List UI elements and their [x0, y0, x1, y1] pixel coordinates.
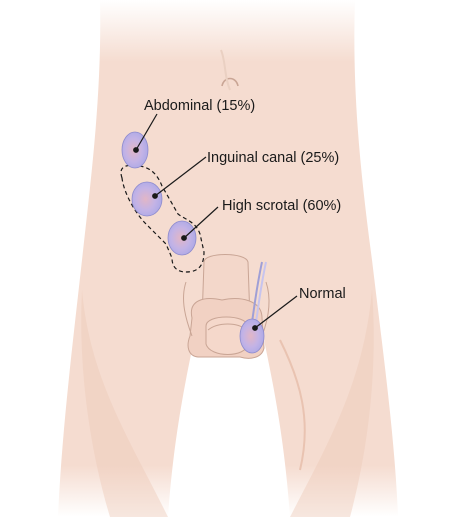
navel-shadow	[220, 49, 231, 91]
dot-normal	[252, 325, 258, 331]
leader-normal	[254, 295, 298, 329]
dot-inguinal	[152, 193, 158, 199]
left-thigh-shade	[81, 290, 168, 517]
dot-high-scrotal	[181, 235, 187, 241]
spermatic-cord-2	[255, 261, 267, 323]
navel	[221, 77, 239, 87]
label-normal: Normal	[299, 286, 346, 302]
leader-high-scrotal	[183, 206, 219, 239]
label-inguinal-canal: Inguinal canal (25%)	[207, 150, 339, 166]
label-high-scrotal: High scrotal (60%)	[222, 198, 341, 214]
right-thigh-curve	[279, 339, 306, 471]
leader-lines	[133, 113, 298, 331]
testis-inguinal	[131, 181, 163, 217]
testis-normal	[239, 318, 265, 354]
right-thigh-shade	[290, 290, 374, 517]
label-abdominal: Abdominal (15%)	[144, 98, 255, 114]
leader-inguinal	[154, 156, 207, 197]
left-inguinal-crease	[183, 281, 193, 337]
leader-abdominal	[135, 113, 158, 151]
body-illustration	[58, 0, 398, 517]
dot-abdominal	[133, 147, 139, 153]
